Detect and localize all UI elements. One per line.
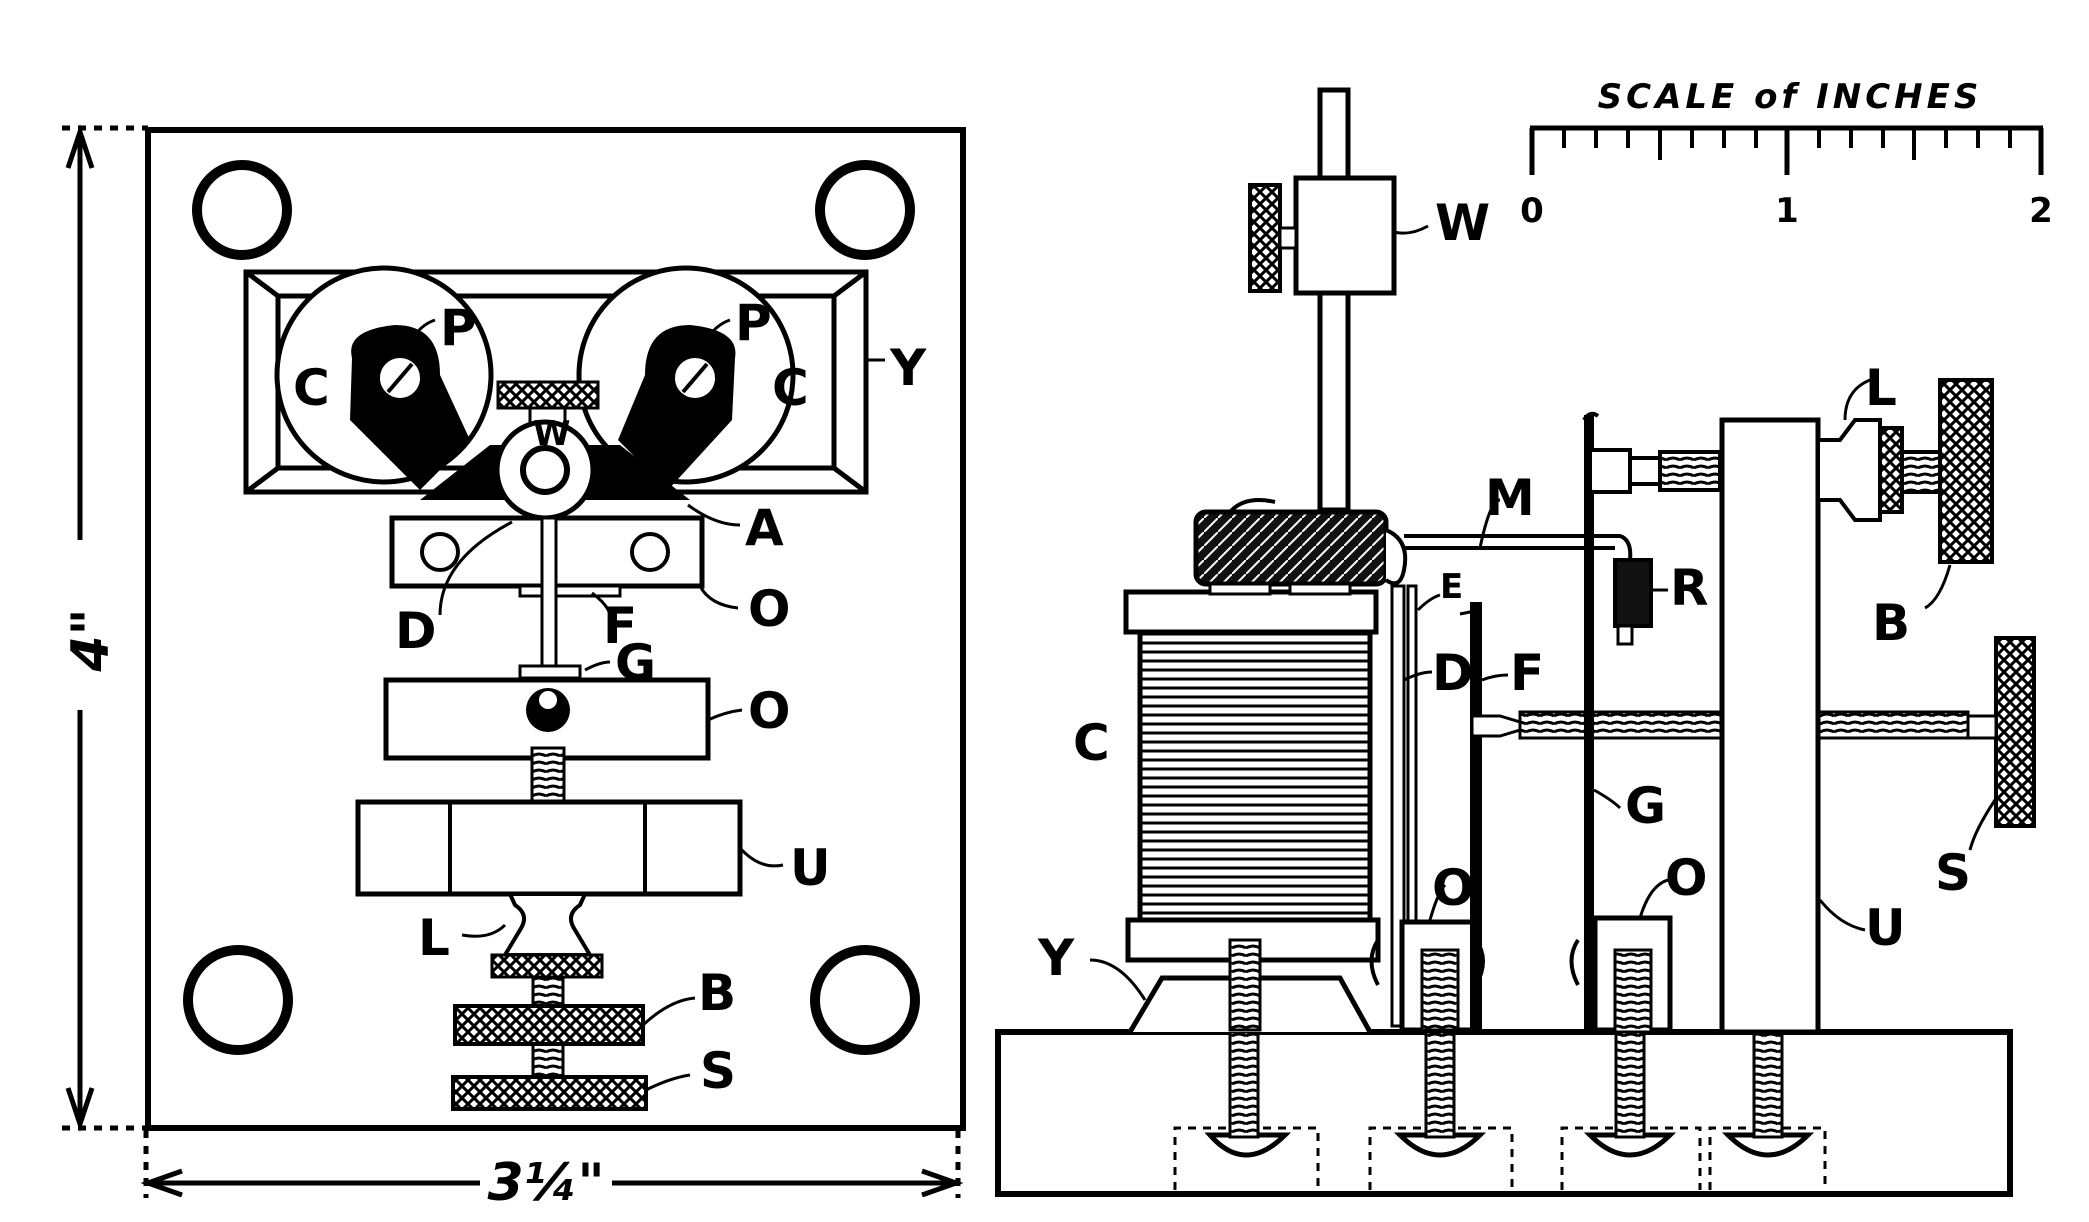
label-y: Y	[889, 339, 927, 397]
lock-nut	[490, 953, 604, 979]
collar	[518, 664, 582, 680]
label-side-b: B	[1872, 594, 1910, 652]
spring-f	[1470, 602, 1482, 1030]
label-side-d: D	[1432, 644, 1474, 702]
upright	[355, 799, 743, 897]
height-dimension	[62, 124, 148, 1132]
contact-screw	[530, 746, 566, 804]
relay-r	[1613, 558, 1653, 628]
top-adjuster	[496, 380, 600, 410]
spindle	[540, 516, 558, 670]
hole-top-left	[192, 160, 292, 260]
label-p-left: P	[440, 299, 477, 357]
label-g: G	[615, 634, 656, 692]
width-dimension	[140, 1130, 964, 1198]
pole-cap	[1193, 509, 1389, 587]
label-side-u: U	[1865, 899, 1906, 957]
scale-tick-1: 1	[1775, 191, 1799, 231]
label-side-y: Y	[1037, 929, 1075, 987]
label-w: W	[533, 414, 571, 454]
label-side-s: S	[1935, 844, 1971, 902]
knob-b-side	[1938, 378, 1994, 564]
scale-title: SCALE of INCHES	[1598, 77, 1983, 117]
label-f: F	[603, 597, 637, 655]
hole-bottom-right	[810, 945, 920, 1055]
label-side-w: W	[1435, 194, 1490, 252]
hole-bottom-left	[183, 945, 293, 1055]
plan-leaders	[408, 318, 885, 1092]
label-o-lower: O	[748, 682, 791, 740]
label-u: U	[790, 839, 831, 897]
label-s: S	[700, 1042, 736, 1100]
contact-screw-side	[1518, 710, 1732, 740]
dimension-width: 3¼"	[487, 1153, 604, 1213]
knob-b	[453, 1004, 645, 1046]
rod-g	[1584, 415, 1594, 1030]
dimension-height: 4"	[61, 608, 121, 672]
label-c-right: C	[772, 359, 809, 417]
upright-side	[1719, 417, 1821, 1035]
binding-post-side	[1588, 418, 1944, 522]
side-leaders	[1089, 224, 1997, 1001]
label-side-c: C	[1073, 714, 1110, 772]
mounting-holes	[183, 160, 920, 1055]
knob-s-side	[1994, 636, 2036, 828]
side-view: W L M E R B D F C G S O O U Y	[995, 77, 2053, 1197]
wooden-base	[995, 1029, 2013, 1197]
label-b: B	[698, 964, 736, 1022]
label-a: A	[745, 499, 784, 557]
label-side-e: E	[1440, 567, 1463, 607]
armature-d	[1390, 584, 1406, 1028]
hole-top-right	[815, 160, 915, 260]
weight-knob	[1248, 183, 1282, 293]
coil-top-flange	[1123, 589, 1379, 635]
label-d: D	[395, 602, 437, 660]
label-l: L	[418, 909, 450, 967]
scale-tick-2: 2	[2029, 191, 2053, 231]
label-side-m: M	[1485, 469, 1535, 527]
scale-tick-0: 0	[1520, 191, 1544, 231]
wire-m	[1404, 534, 1633, 561]
label-side-f: F	[1510, 644, 1544, 702]
label-c-left: C	[293, 359, 330, 417]
rod	[1317, 87, 1351, 513]
scale-bar	[1529, 125, 2044, 175]
label-side-r: R	[1670, 559, 1709, 617]
label-o-upper: O	[748, 580, 791, 638]
knob-s	[451, 1075, 648, 1111]
plan-view: P P C C Y W A D F O G O U L B S 4"	[61, 124, 966, 1213]
coil-winding	[1137, 629, 1373, 923]
label-side-g: G	[1625, 777, 1666, 835]
weight	[1293, 175, 1397, 296]
label-side-o-right: O	[1665, 849, 1708, 907]
label-p-right: P	[735, 294, 772, 352]
label-side-o-left: O	[1432, 859, 1475, 917]
label-side-l: L	[1865, 359, 1897, 417]
